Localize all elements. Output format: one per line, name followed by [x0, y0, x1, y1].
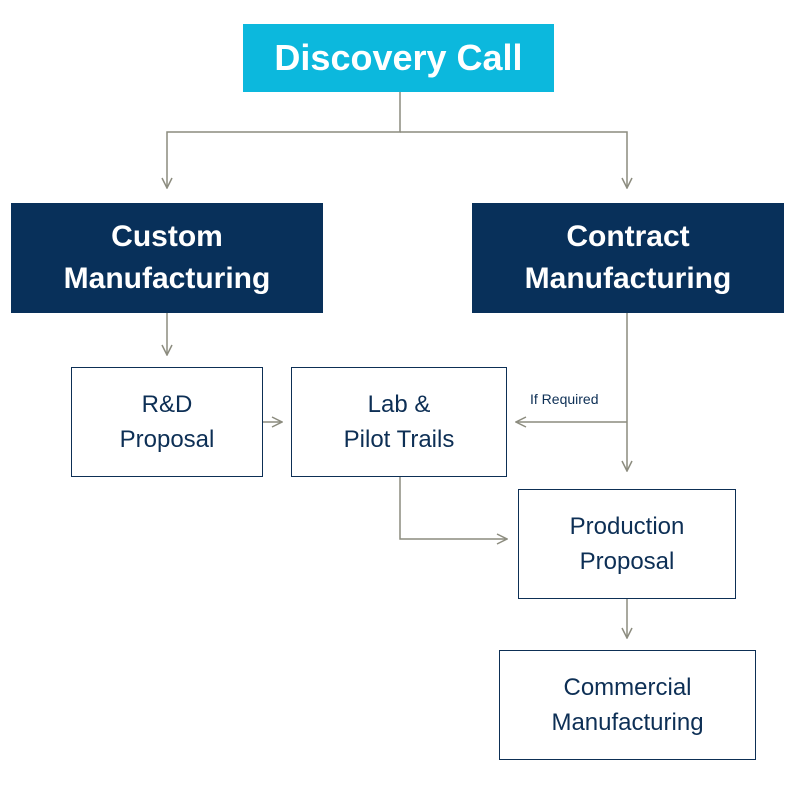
- commercial-manufacturing-label-line1: Commercial: [563, 674, 692, 701]
- rd-proposal-node: R&D Proposal: [71, 367, 263, 477]
- production-proposal-label-line1: Production: [569, 513, 685, 540]
- connector-discovery-to-contract: [400, 131, 627, 188]
- custom-manufacturing-label-line2: Manufacturing: [63, 262, 271, 295]
- lab-pilot-trails-node: Lab & Pilot Trails: [291, 367, 507, 477]
- rd-proposal-label-line2: Proposal: [119, 426, 215, 453]
- custom-manufacturing-label-line1: Custom: [111, 220, 223, 253]
- contract-manufacturing-node: Contract Manufacturing: [472, 203, 784, 313]
- discovery-call-node: Discovery Call: [243, 24, 554, 92]
- discovery-call-label: Discovery Call: [274, 37, 523, 78]
- lab-pilot-trails-label-line1: Lab &: [367, 391, 431, 418]
- commercial-manufacturing-label-line2: Manufacturing: [551, 709, 704, 736]
- custom-manufacturing-node: Custom Manufacturing: [11, 203, 323, 313]
- connector-lab-to-production: [399, 477, 507, 539]
- commercial-manufacturing-node: Commercial Manufacturing: [499, 650, 756, 760]
- if-required-label: If Required: [530, 391, 599, 407]
- connector-discovery-to-custom: [167, 92, 401, 188]
- rd-proposal-label-line1: R&D: [141, 391, 193, 418]
- production-proposal-label-line2: Proposal: [579, 548, 675, 575]
- contract-manufacturing-label-line1: Contract: [566, 220, 690, 253]
- contract-manufacturing-label-line2: Manufacturing: [524, 262, 732, 295]
- lab-pilot-trails-label-line2: Pilot Trails: [343, 426, 455, 453]
- production-proposal-node: Production Proposal: [518, 489, 736, 599]
